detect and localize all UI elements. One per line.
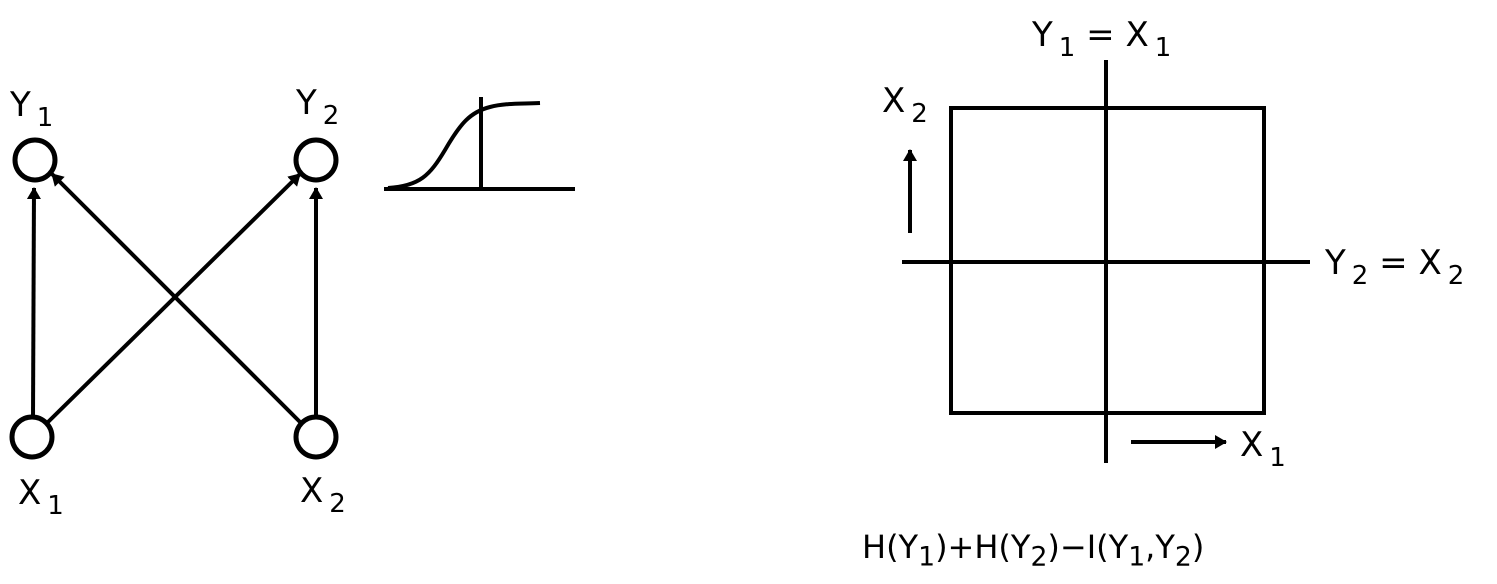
network-edges <box>26 172 323 426</box>
edge-x2-y1 <box>50 172 304 426</box>
joint-distribution-plot <box>902 60 1310 463</box>
node-y1 <box>12 137 58 183</box>
entropy-formula: H(Y1)+H(Y2)−I(Y1,Y2) <box>862 528 1205 573</box>
node-x2 <box>293 414 339 460</box>
edge-x1-y2 <box>44 172 302 426</box>
edge-x1-y1 <box>26 187 41 419</box>
node-x1 <box>9 414 55 460</box>
network-nodes <box>9 137 339 460</box>
sigmoid-inset <box>384 97 575 191</box>
sigmoid-curve <box>387 101 541 190</box>
node-y2 <box>293 137 339 183</box>
